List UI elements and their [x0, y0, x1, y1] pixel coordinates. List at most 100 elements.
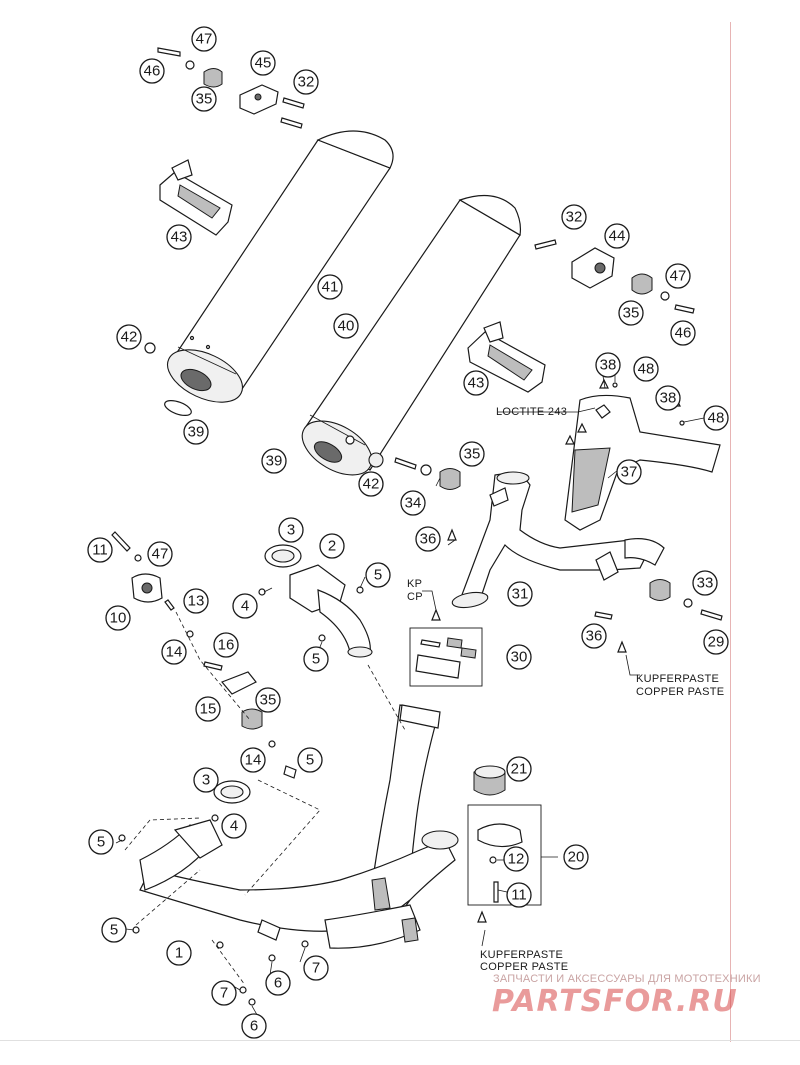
callout: 36	[581, 623, 607, 649]
callout: 5	[303, 646, 329, 672]
callout: 1	[166, 940, 192, 966]
svg-text:14: 14	[166, 644, 183, 661]
rear-pipe-section	[451, 471, 665, 609]
svg-text:39: 39	[188, 424, 205, 441]
callout: 42	[358, 471, 384, 497]
note-loctite: LOCTITE 243	[496, 406, 567, 418]
svg-text:21: 21	[511, 761, 528, 778]
callout: 43	[463, 370, 489, 396]
svg-text:48: 48	[708, 410, 725, 427]
callout: 37	[616, 459, 642, 485]
svg-text:47: 47	[152, 546, 169, 563]
svg-text:11: 11	[511, 887, 527, 904]
leader-lines	[115, 372, 705, 1021]
hanger-hardware	[111, 531, 297, 779]
callout: 35	[191, 86, 217, 112]
svg-text:33: 33	[697, 575, 714, 592]
callout: 5	[101, 917, 127, 943]
svg-text:34: 34	[405, 495, 422, 512]
callout: 38	[655, 385, 681, 411]
clamp-kit-20	[467, 765, 542, 923]
svg-text:5: 5	[312, 651, 320, 668]
callout: 3	[278, 517, 304, 543]
callout: 39	[261, 448, 287, 474]
callout: 4	[221, 813, 247, 839]
callout: 40	[333, 313, 359, 339]
svg-text:48: 48	[638, 361, 655, 378]
repair-kit-30	[409, 627, 483, 687]
main-pipe	[139, 704, 459, 949]
callout: 35	[255, 687, 281, 713]
svg-text:5: 5	[110, 922, 118, 939]
callout: 13	[183, 588, 209, 614]
svg-text:35: 35	[623, 305, 640, 322]
svg-text:44: 44	[609, 228, 626, 245]
svg-text:4: 4	[230, 818, 238, 835]
note-copper-paste-right: COPPER PASTE	[636, 686, 724, 698]
lower-hardware	[118, 814, 309, 1006]
callout: 2	[319, 533, 345, 559]
svg-text:38: 38	[660, 390, 677, 407]
callout: 33	[692, 570, 718, 596]
note-kupferpaste-right: KUPFERPASTE	[636, 673, 719, 685]
svg-text:31: 31	[512, 586, 529, 603]
svg-text:45: 45	[255, 55, 272, 72]
page-bottom-line	[0, 1040, 800, 1041]
svg-text:3: 3	[287, 522, 295, 539]
callout: 7	[303, 955, 329, 981]
svg-text:13: 13	[188, 593, 205, 610]
svg-text:5: 5	[306, 752, 314, 769]
watermark-logo: PARTSFOR.RU	[492, 984, 738, 1019]
svg-text:46: 46	[675, 325, 692, 342]
callouts: 46 47 35 45 32 43 41 42 39 40 32 44 47 3…	[87, 26, 729, 1039]
callout: 47	[191, 26, 217, 52]
svg-text:10: 10	[110, 610, 127, 627]
callout: 12	[503, 846, 529, 872]
callout: 45	[250, 50, 276, 76]
svg-text:12: 12	[508, 851, 525, 868]
svg-text:36: 36	[586, 628, 603, 645]
svg-text:36: 36	[420, 531, 437, 548]
callout: 48	[703, 405, 729, 431]
svg-text:5: 5	[97, 834, 105, 851]
svg-text:42: 42	[121, 329, 138, 346]
svg-text:5: 5	[374, 567, 382, 584]
callout: 5	[297, 747, 323, 773]
svg-text:43: 43	[171, 229, 188, 246]
svg-text:6: 6	[274, 975, 282, 992]
svg-text:7: 7	[220, 985, 228, 1002]
svg-text:39: 39	[266, 453, 283, 470]
svg-text:35: 35	[196, 91, 213, 108]
callout: 32	[293, 69, 319, 95]
note-cp: CP	[407, 591, 423, 603]
svg-text:32: 32	[298, 74, 315, 91]
callout: 41	[317, 274, 343, 300]
callout: 46	[139, 58, 165, 84]
svg-text:2: 2	[328, 538, 336, 555]
callout: 32	[561, 204, 587, 230]
muffler-bracket-lower	[467, 321, 546, 393]
callout: 31	[507, 581, 533, 607]
svg-text:37: 37	[621, 464, 638, 481]
callout: 47	[665, 263, 691, 289]
svg-text:47: 47	[670, 268, 687, 285]
callout: 11	[506, 882, 532, 908]
callout: 48	[633, 356, 659, 382]
callout: 34	[400, 490, 426, 516]
callout: 43	[166, 224, 192, 250]
svg-text:42: 42	[363, 476, 380, 493]
callout: 5	[365, 562, 391, 588]
callout: 7	[211, 980, 237, 1006]
svg-text:47: 47	[196, 31, 213, 48]
svg-text:40: 40	[338, 318, 355, 335]
callout: 36	[415, 526, 441, 552]
callout: 4	[232, 593, 258, 619]
muffler-lower	[301, 194, 522, 476]
svg-text:4: 4	[241, 598, 249, 615]
svg-text:20: 20	[568, 849, 585, 866]
svg-text:3: 3	[202, 772, 210, 789]
callout: 21	[506, 756, 532, 782]
callout: 6	[241, 1013, 267, 1039]
top-hardware	[144, 47, 305, 416]
